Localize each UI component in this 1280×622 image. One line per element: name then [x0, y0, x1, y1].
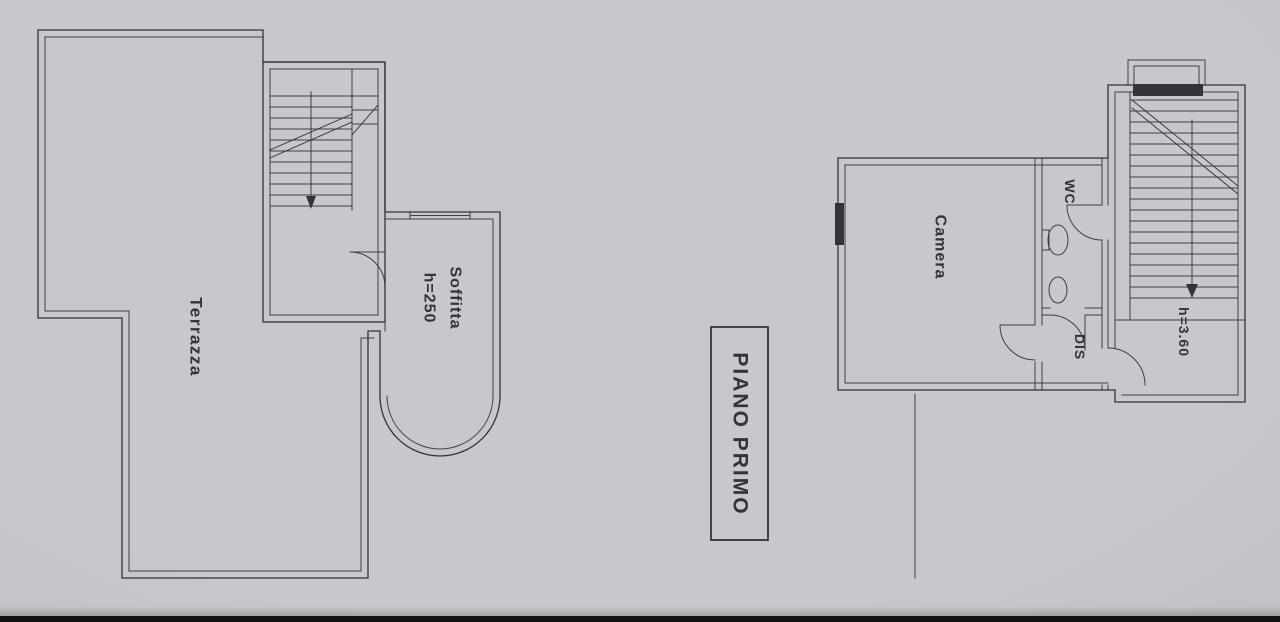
right-stair-divider: [1114, 91, 1246, 321]
right-stair-treads: [1129, 99, 1239, 299]
stair-shaft-inner-wall: [269, 68, 379, 316]
wc-label: WC: [1062, 179, 1078, 204]
right-stair-arrow-head: [1186, 284, 1198, 298]
hall-upper-door-swing: [1066, 204, 1103, 241]
stair-top-wall-fill: [1133, 84, 1203, 96]
dis-label: DIS: [1072, 334, 1088, 360]
camera-wc-wall: [1034, 157, 1043, 391]
title-box-border: [710, 326, 769, 541]
right-floor-plan: Camera WC DIS h=3.60: [835, 59, 1246, 579]
soffitta-label: Soffitta: [447, 266, 464, 329]
camera-window-fill: [835, 203, 844, 245]
wc-toilet: [1047, 224, 1069, 256]
wc-door-swing: [1049, 314, 1086, 351]
stair-top-landing: [1127, 59, 1206, 86]
soffitta-door-swing: [349, 251, 386, 288]
soffitta-inner-wall: [384, 218, 494, 450]
right-plan-outer-wall: [837, 84, 1246, 403]
right-stair-cut-lines: [1131, 99, 1239, 195]
soffitta-window: [409, 211, 471, 220]
stair-height-label: h=3.60: [1176, 307, 1192, 357]
terrace-inner-wall: [44, 36, 375, 572]
piano-primo-box: PIANO PRIMO: [710, 326, 769, 541]
wc-dis-wall: [1041, 307, 1103, 316]
hall-lower-door-swing: [1107, 347, 1146, 386]
camera-door-swing: [999, 324, 1036, 361]
scan-edge-bar: [0, 616, 1280, 622]
left-plan-outer-wall: [37, 29, 501, 579]
wc-bidet: [1048, 276, 1068, 304]
left-floor-plan: Terrazza Soffitta h=250: [37, 29, 501, 579]
hall-wall: [1101, 157, 1109, 391]
soffitta-height-label: h=250: [421, 273, 438, 324]
piano-primo-label: PIANO PRIMO: [729, 352, 752, 515]
scan-bottom-shadow: [0, 606, 1280, 616]
left-stair-divider: [351, 68, 379, 211]
left-stair-arrow-head: [306, 196, 316, 209]
stair-shaft-outer-wall: [262, 61, 386, 323]
terrazza-label: Terrazza: [187, 297, 206, 377]
right-plan-inner-wall: [844, 91, 1239, 396]
camera-label: Camera: [932, 215, 949, 280]
wc-toilet-tank: [1041, 229, 1050, 251]
